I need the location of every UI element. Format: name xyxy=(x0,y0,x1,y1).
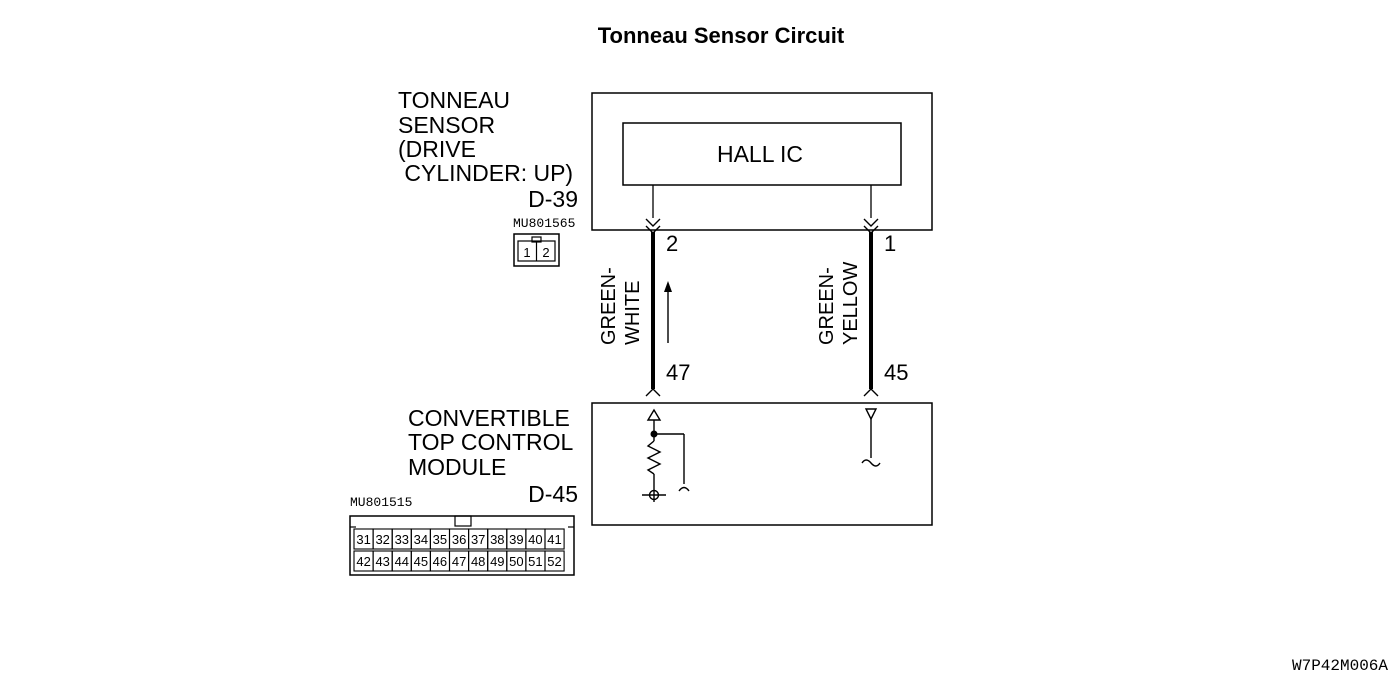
module-connector-pin-44: 44 xyxy=(395,554,409,569)
module-connector-pin-40: 40 xyxy=(528,532,542,547)
sensor-label-line-2: SENSOR xyxy=(398,112,495,138)
wire-color-green-white-line-2: WHITE xyxy=(622,281,644,345)
module-connector-pin-42: 42 xyxy=(356,554,370,569)
module-pin-47-label: 47 xyxy=(666,360,690,385)
module-connector-pin-34: 34 xyxy=(414,532,428,547)
sensor-connector-face-icon: 1 2 xyxy=(513,233,560,267)
sensor-label: TONNEAU SENSOR (DRIVE CYLINDER: UP) D-39 xyxy=(398,87,578,212)
module-label: CONVERTIBLE TOP CONTROL MODULE D-45 xyxy=(408,405,578,507)
sensor-connector-pin-2: 2 xyxy=(542,245,549,260)
sensor-label-line-4: CYLINDER: UP) xyxy=(398,160,573,186)
module-connector-pin-46: 46 xyxy=(433,554,447,569)
module-connector-pin-45: 45 xyxy=(414,554,428,569)
module-connector-cell xyxy=(544,550,565,572)
module-connector-pin-50: 50 xyxy=(509,554,523,569)
wire-color-green-white-line-1: GREEN- xyxy=(598,267,620,345)
sensor-pin-1-terminal-icon xyxy=(863,218,879,234)
module-connector-cell xyxy=(544,528,565,550)
sensor-box xyxy=(591,92,933,231)
wire-color-green-yellow-line-1: GREEN- xyxy=(816,267,838,345)
sensor-label-line-3: (DRIVE xyxy=(398,136,476,162)
sensor-pin-1-label: 1 xyxy=(884,231,896,256)
module-connector-pin-39: 39 xyxy=(509,532,523,547)
module-box xyxy=(591,402,933,526)
sensor-connector-id: D-39 xyxy=(528,186,578,212)
module-connector-id: D-45 xyxy=(528,481,578,507)
module-connector-face-icon: 31 32 33 34 35 36 37 38 39 40 41 42 43 44 45 46 47 48 49 50… xyxy=(349,515,575,576)
hall-ic-box xyxy=(622,122,902,186)
module-connector-pin-33: 33 xyxy=(395,532,409,547)
diagram-title: Tonneau Sensor Circuit xyxy=(598,23,845,48)
module-connector-pin-grid: 31 32 33 34 35 36 37 38 39 40 41 42 43 44 45 46 47 48 49 50… xyxy=(353,528,565,572)
sensor-label-line-1: TONNEAU xyxy=(398,87,510,113)
module-connector-pin-32: 32 xyxy=(375,532,389,547)
module-connector-pin-38: 38 xyxy=(490,532,504,547)
module-connector-pin-31: 31 xyxy=(356,532,370,547)
module-connector-pin-35: 35 xyxy=(433,532,447,547)
module-connector-pin-41: 41 xyxy=(547,532,561,547)
module-connector-pin-37: 37 xyxy=(471,532,485,547)
module-input-pin-45-circuit xyxy=(861,408,881,467)
sensor-connector-code: MU801565 xyxy=(513,216,575,231)
module-label-line-2: TOP CONTROL xyxy=(408,429,573,455)
signal-direction-arrow-icon xyxy=(664,281,672,343)
sensor-pin-2-terminal-icon xyxy=(645,218,661,234)
module-pin-45-terminal-icon xyxy=(863,388,879,397)
wire-color-green-yellow-line-2: YELLOW xyxy=(840,262,862,345)
module-connector-pin-43: 43 xyxy=(375,554,389,569)
module-connector-pin-51: 51 xyxy=(528,554,542,569)
module-connector-pin-36: 36 xyxy=(452,532,466,547)
module-pin-47-terminal-icon xyxy=(645,388,661,397)
module-input-pullup-circuit xyxy=(642,408,690,502)
module-connector-pin-52: 52 xyxy=(547,554,561,569)
module-label-line-1: CONVERTIBLE xyxy=(408,405,570,431)
hall-ic-label: HALL IC xyxy=(717,141,803,167)
module-pin-45-label: 45 xyxy=(884,360,908,385)
figure-code: W7P42M006A xyxy=(1292,657,1388,675)
sensor-pin-2-label: 2 xyxy=(666,231,678,256)
sensor-connector-pin-1: 1 xyxy=(523,245,530,260)
module-connector-pin-49: 49 xyxy=(490,554,504,569)
module-connector-pin-48: 48 xyxy=(471,554,485,569)
module-connector-code: MU801515 xyxy=(350,495,412,510)
module-connector-pin-47: 47 xyxy=(452,554,466,569)
module-label-line-3: MODULE xyxy=(408,454,506,480)
